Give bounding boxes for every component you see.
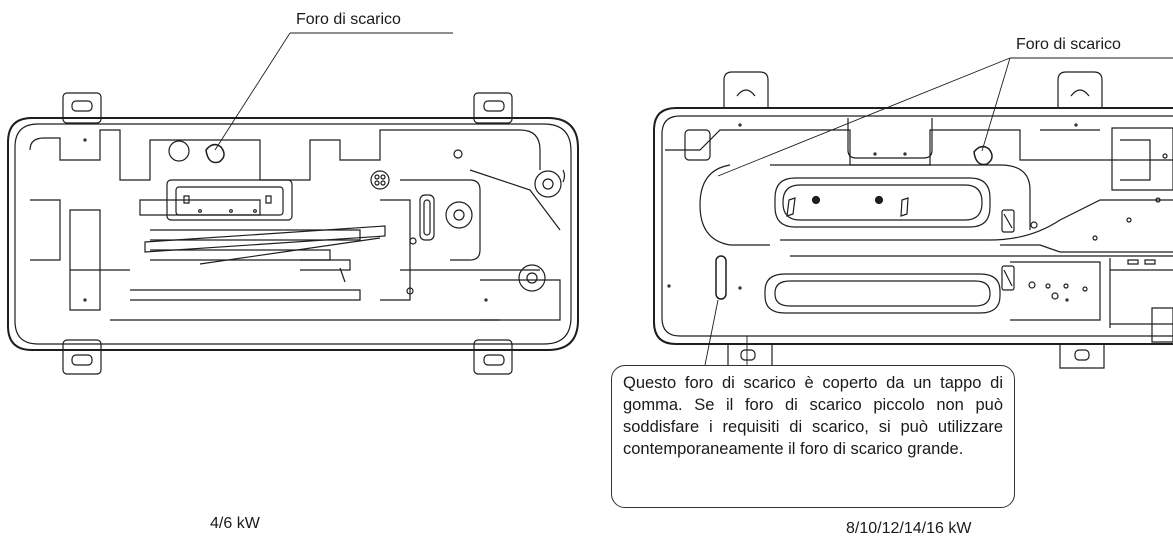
left-outline bbox=[8, 118, 578, 350]
right-base-pan bbox=[654, 72, 1173, 368]
note-leader bbox=[705, 300, 747, 365]
right-large-drain-hole bbox=[716, 256, 726, 299]
left-mounting-feet bbox=[63, 93, 512, 374]
right-callout-leader bbox=[718, 58, 1173, 176]
right-center-racetrack bbox=[775, 178, 990, 227]
right-callout-label: Foro di scarico bbox=[1016, 36, 1121, 53]
left-caption: 4/6 kW bbox=[210, 515, 260, 532]
left-base-pan bbox=[8, 93, 578, 374]
left-callout-label: Foro di scarico bbox=[296, 11, 401, 28]
right-mounting-feet bbox=[724, 72, 1104, 368]
left-inner-tray bbox=[167, 180, 292, 220]
right-outline bbox=[654, 108, 1173, 344]
right-caption: 8/10/12/14/16 kW bbox=[846, 520, 972, 537]
drain-note-text: Questo foro di scarico è coperto da un t… bbox=[623, 374, 1003, 458]
left-drain-hole bbox=[206, 145, 224, 163]
left-callout-leader bbox=[215, 33, 453, 150]
drain-note-box: Questo foro di scarico è coperto da un t… bbox=[611, 365, 1015, 508]
right-small-drain-hole bbox=[974, 147, 992, 165]
right-lower-racetrack bbox=[765, 274, 1000, 313]
